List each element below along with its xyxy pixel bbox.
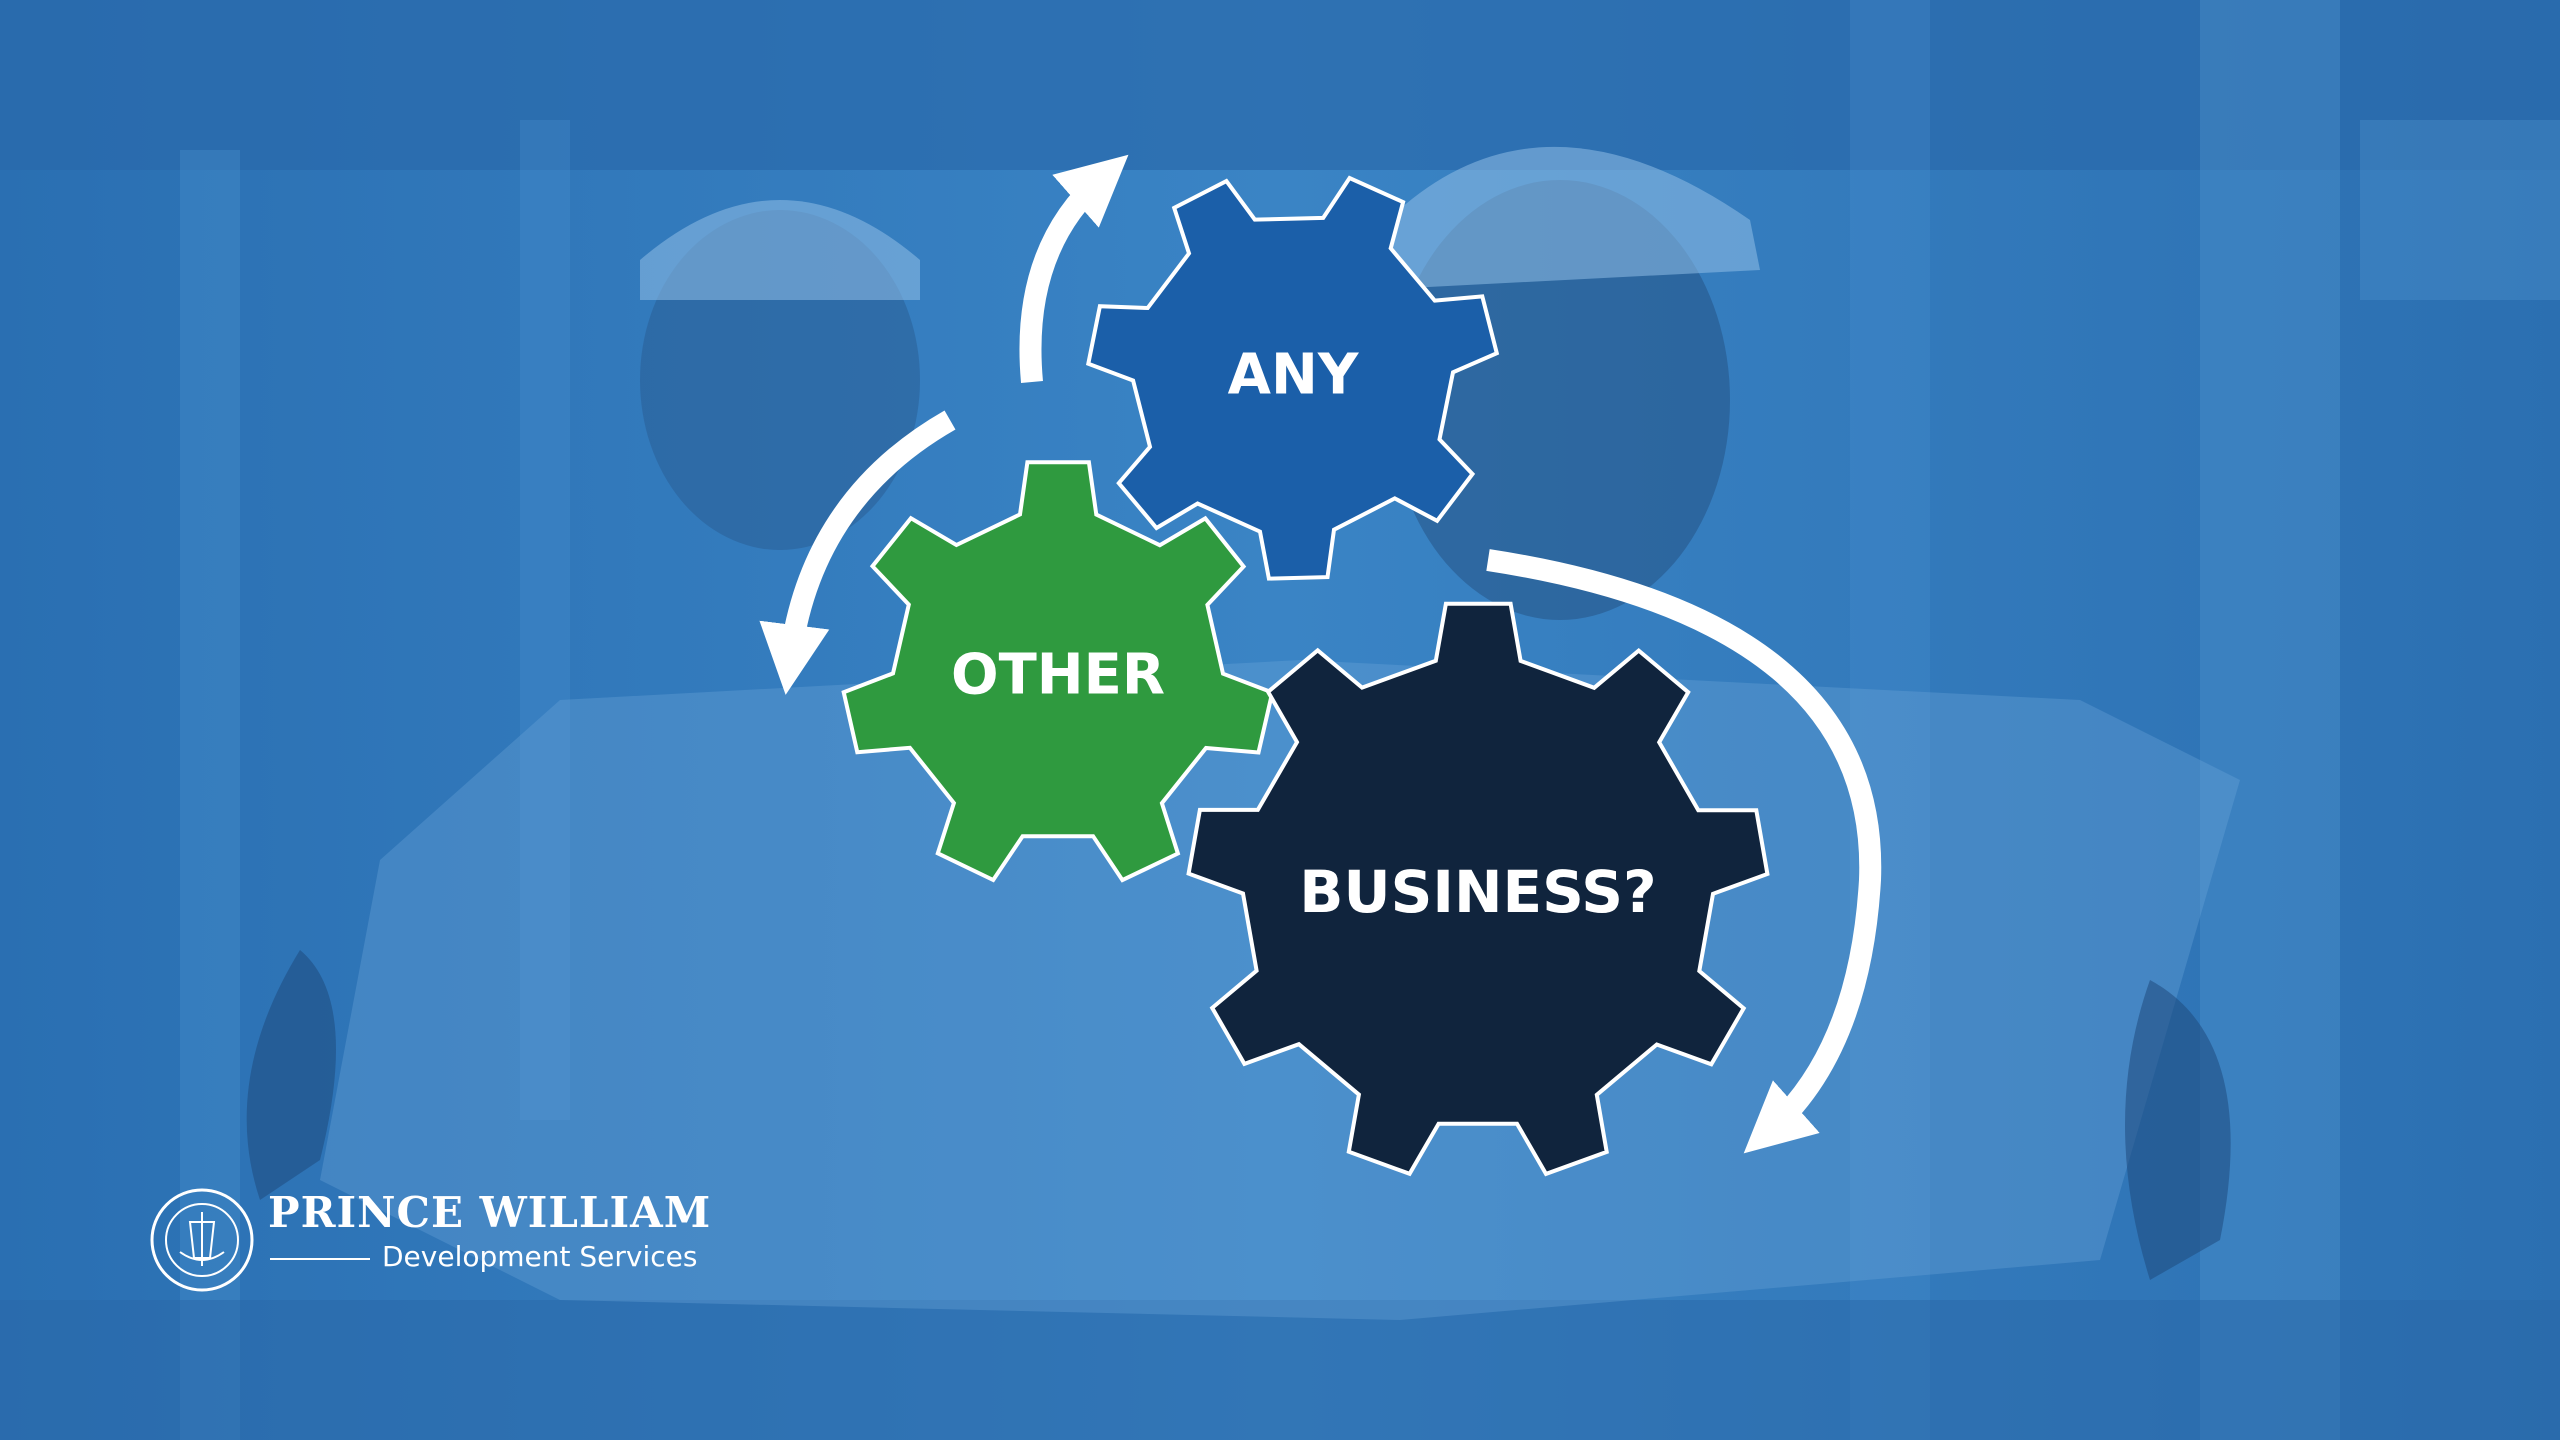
logo-subtitle: Development Services [382, 1240, 698, 1273]
arrow-right [1486, 549, 1882, 1154]
logo-title: PRINCE WILLIAM [268, 1188, 712, 1237]
gear-top-shape [1086, 175, 1500, 581]
arrow-top [1019, 154, 1129, 383]
logo-divider [270, 1258, 370, 1260]
gear-bottom: BUSINESS? [1186, 601, 1770, 1177]
gear-left: OTHER [841, 460, 1275, 883]
county-seal-icon [150, 1188, 254, 1292]
arrow-left [759, 410, 956, 695]
gear-bottom-shape [1186, 601, 1770, 1177]
cycle-arrows [759, 154, 1882, 1154]
logo: PRINCE WILLIAM Development Services [150, 1170, 710, 1310]
gear-top: ANY [1086, 175, 1500, 581]
gear-left-shape [841, 460, 1275, 883]
gear-bottom-label: BUSINESS? [1299, 858, 1656, 926]
gear-top-label: ANY [1228, 343, 1360, 408]
gear-left-label: OTHER [951, 643, 1165, 708]
